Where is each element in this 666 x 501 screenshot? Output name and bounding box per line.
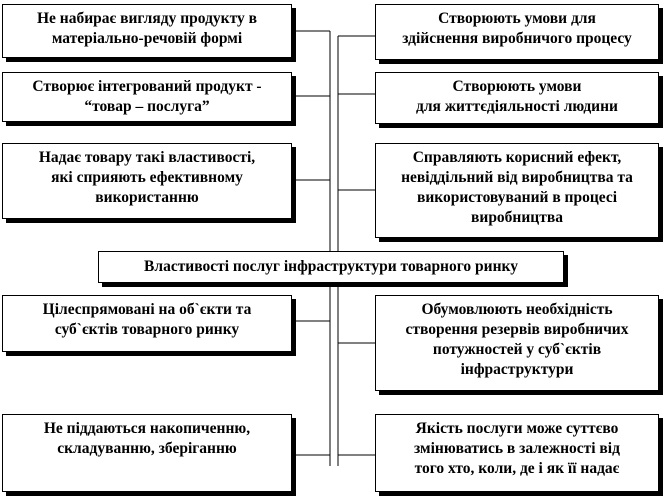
box-text-line: Надає товару такі властивості, — [38, 149, 256, 166]
left-box-3: Надає товару такі властивості, які сприя… — [2, 143, 292, 219]
left-box-1: Не набирає вигляду продукту в матеріальн… — [2, 4, 292, 58]
right-box-3: Справляють корисний ефект, невіддільний … — [375, 143, 659, 238]
box-text-line: матеріально-речовій формі — [51, 30, 243, 47]
box-text-line: суб`єктів товарного ринку — [54, 321, 240, 338]
box-text-line: невіддільний від виробництва та — [401, 169, 633, 186]
right-box-2: Створюють умови для життєдіяльності люди… — [375, 72, 659, 124]
box-text-line: змінюватись в залежності від — [414, 440, 620, 457]
left-box-5: Не піддаються накопиченню, складуванню, … — [2, 414, 292, 492]
box-text-line: Не набирає вигляду продукту в — [37, 10, 257, 27]
right-box-4: Обумовлюють необхідність створення резер… — [375, 295, 659, 391]
center-title: Властивості послуг інфраструктури товарн… — [144, 258, 518, 275]
box-text-line: Цілеспрямовані на об`єкти та — [42, 301, 252, 318]
left-box-4: Цілеспрямовані на об`єкти та суб`єктів т… — [2, 295, 292, 352]
box-text-line: використовуваний в процесі — [416, 189, 618, 206]
box-text-line: Не піддаються накопиченню, — [43, 420, 251, 437]
box-text-line: того хто, коли, де і як її надає — [414, 460, 620, 477]
box-text-line: Якість послуги може суттєво — [415, 420, 619, 437]
box-text-line: Створює інтегрований продукт - — [32, 78, 262, 95]
box-text-line: для життєдіяльності людини — [416, 98, 618, 115]
box-text-line: Створюють умови — [452, 78, 582, 95]
right-box-5: Якість послуги може суттєво змінюватись … — [375, 414, 659, 492]
box-text-line: складуванню, зберіганню — [57, 440, 237, 457]
box-text-line: Створюють умови для — [438, 10, 596, 27]
box-text-line: Обумовлюють необхідність — [421, 301, 613, 318]
box-text-line: “товар – послуга” — [84, 98, 210, 115]
box-text-line: здійснення виробничого процесу — [402, 30, 632, 47]
box-text-line: створення резервів виробничих — [405, 321, 629, 338]
box-text-line: інфраструктури — [460, 361, 574, 378]
box-text-line: які сприяють ефективному — [51, 169, 243, 186]
center-box: Властивості послуг інфраструктури товарн… — [98, 251, 564, 283]
left-box-2: Створює інтегрований продукт - “товар – … — [2, 72, 292, 122]
right-box-1: Створюють умови для здійснення виробничо… — [375, 4, 659, 60]
box-text-line: потужностей у суб`єктів — [432, 341, 602, 358]
box-text-line: Справляють корисний ефект, — [412, 149, 622, 166]
box-text-line: виробництва — [471, 209, 563, 226]
box-text-line: використанню — [95, 189, 199, 206]
